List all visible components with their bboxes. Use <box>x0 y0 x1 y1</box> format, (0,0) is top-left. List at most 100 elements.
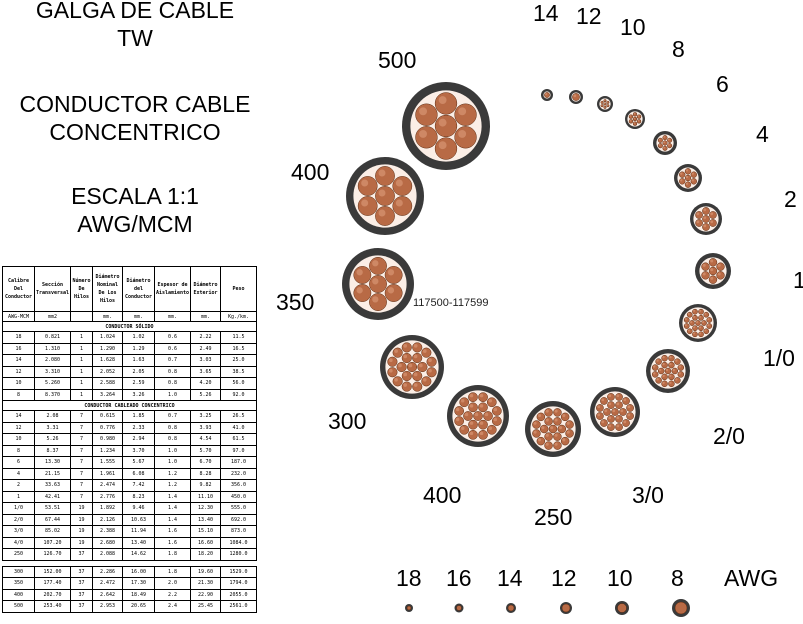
strand-highlight <box>469 421 474 425</box>
table-cell: 12.30 <box>190 502 221 515</box>
copper-strand <box>636 119 642 124</box>
strand-highlight <box>612 409 616 413</box>
subtitle-line-1: CONDUCTOR CABLE <box>19 91 251 117</box>
strand-highlight <box>616 416 620 420</box>
copper-strand <box>619 408 627 416</box>
strand-highlight <box>693 326 696 329</box>
copper-strand <box>396 361 407 373</box>
copper-strand <box>412 370 423 382</box>
strand-highlight <box>419 129 428 138</box>
bottom-label-12: 12 <box>551 565 577 591</box>
cable-12 <box>569 90 583 104</box>
strand-highlight <box>656 359 659 362</box>
strand-highlight <box>464 412 469 417</box>
strand-highlight <box>717 263 721 267</box>
strand-highlight <box>652 365 656 368</box>
subtitle-line-2: CONCENTRICO <box>49 119 221 145</box>
section-row: CONDUCTOR SÓLIDO <box>2 321 257 332</box>
copper-strand <box>651 371 659 378</box>
strand-highlight <box>608 416 612 420</box>
strand-highlight <box>687 312 690 315</box>
gauge-label-2-0: 2/0 <box>713 423 745 449</box>
section-title: CONDUCTOR CABLEADO CONCENTRICO <box>2 400 257 411</box>
strand-highlight <box>687 329 690 332</box>
strand-highlight <box>669 374 672 378</box>
cable-spec-table: Calibre Del Conductor Sección Transversa… <box>2 266 257 613</box>
strand-highlight <box>458 129 467 138</box>
strand-highlight <box>479 393 484 398</box>
strand-highlight <box>637 119 640 122</box>
copper-strand <box>662 140 668 146</box>
strand-highlight <box>474 412 479 417</box>
copper-strand <box>412 342 423 353</box>
copper-strand <box>615 415 623 423</box>
strand-highlight <box>356 287 363 294</box>
strand-highlight <box>479 421 484 425</box>
strand-highlight <box>469 431 474 436</box>
copper-strand <box>698 325 704 332</box>
copper-strand <box>459 424 470 435</box>
copper-strand <box>483 411 493 421</box>
copper-strand <box>560 412 570 422</box>
copper-strand <box>596 412 604 420</box>
strand-highlight <box>717 272 721 276</box>
strand-highlight <box>395 199 403 207</box>
strand-highlight <box>629 119 632 122</box>
copper-strand <box>536 412 546 422</box>
copper-strand <box>655 358 662 365</box>
strand-highlight <box>684 318 687 321</box>
strand-highlight <box>656 378 659 381</box>
copper-strand <box>375 206 395 226</box>
strand-highlight <box>663 135 666 138</box>
copper-strand <box>392 176 413 196</box>
copper-strand <box>679 178 686 185</box>
strand-highlight <box>554 442 558 446</box>
copper-strand <box>572 93 580 101</box>
copper-strand <box>412 381 423 392</box>
table-cell: 187.0 <box>220 456 257 469</box>
strand-highlight <box>616 424 620 428</box>
copper-strand <box>668 354 675 362</box>
copper-strand <box>632 121 638 126</box>
copper-strand <box>478 429 488 440</box>
copper-strand <box>392 347 403 358</box>
strand-highlight <box>356 269 363 276</box>
strand-highlight <box>566 421 570 425</box>
gauge-label-250: 250 <box>534 504 572 530</box>
copper-strand <box>611 408 619 416</box>
strand-highlight <box>710 276 714 280</box>
copper-strand <box>607 423 615 431</box>
table-cell: 18.49 <box>122 588 155 601</box>
copper-strand <box>459 397 470 408</box>
copper-strand <box>375 166 395 186</box>
cable-250 <box>525 401 581 457</box>
strand-highlight <box>678 372 681 375</box>
wire-8 <box>672 599 690 617</box>
copper-strand <box>560 436 570 446</box>
gauge-label-2: 2 <box>784 186 797 212</box>
copper-strand <box>387 367 398 378</box>
copper-strand <box>708 275 718 284</box>
strand-highlight <box>387 269 395 276</box>
bottom-label-awg: AWG <box>724 565 778 591</box>
strand-highlight <box>637 115 640 117</box>
bottom-label-14: 14 <box>497 565 523 591</box>
copper-strand <box>626 404 634 412</box>
strand-highlight <box>545 409 549 413</box>
copper-strand <box>401 342 412 353</box>
table-cell: 2.0 <box>154 577 191 590</box>
strand-highlight <box>413 383 418 387</box>
copper-strand <box>434 114 458 138</box>
strand-highlight <box>394 349 398 353</box>
gauge-label-400: 400 <box>291 159 329 185</box>
table-cell: 1084.0 <box>220 536 257 549</box>
copper-strand <box>657 137 663 143</box>
gauge-label-350: 350 <box>276 289 314 315</box>
strand-highlight <box>693 315 696 318</box>
copper-core <box>674 601 688 615</box>
strand-highlight <box>601 420 605 424</box>
